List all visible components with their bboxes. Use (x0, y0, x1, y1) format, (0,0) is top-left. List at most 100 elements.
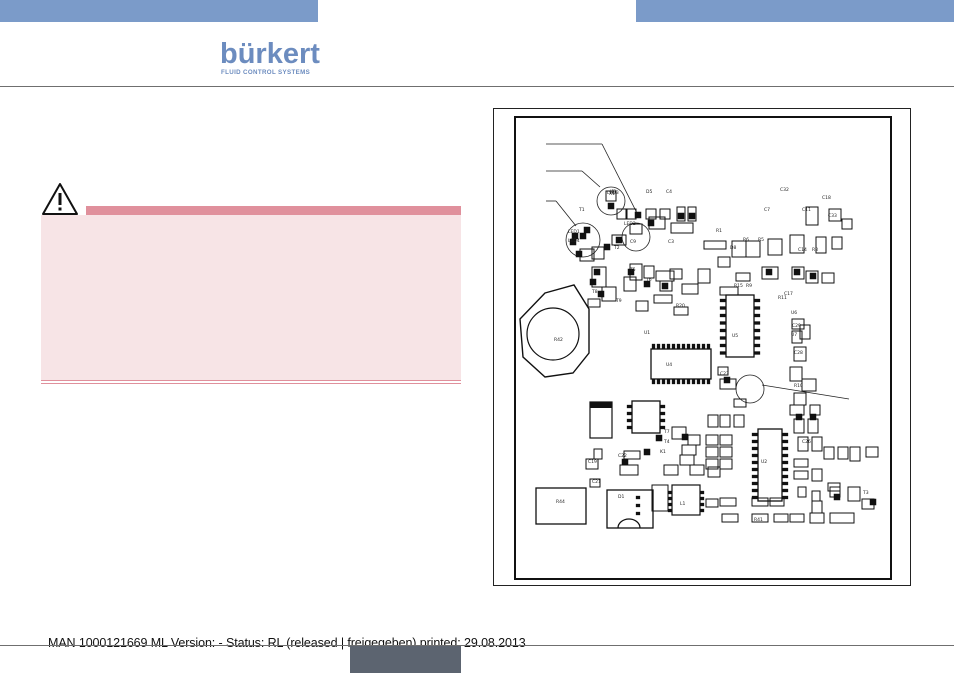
pcb-component-6 (687, 206, 697, 222)
ic-u2-pin-right-8 (781, 488, 789, 493)
pcb-component-15 (815, 236, 827, 254)
pcb-component-25 (719, 286, 739, 296)
pcb-component-88 (721, 513, 739, 523)
ic-u1-pin-left-2 (626, 418, 633, 423)
pcb-pad-13 (809, 272, 817, 280)
ic-u7-pin-right-0 (753, 298, 761, 303)
pcb-component-61 (811, 468, 823, 482)
ic-u4-pin-top-0 (651, 343, 656, 350)
pcb-pad-26 (583, 226, 591, 234)
pcb-component-76 (681, 444, 697, 456)
ic-x1-pin-right-3 (699, 508, 705, 513)
pcb-component-0 (605, 190, 617, 202)
pcb-component-55 (823, 446, 835, 460)
ic-u4-pin-top-11 (706, 343, 711, 350)
pcb-pad-21 (809, 413, 817, 421)
pcb-component-34 (591, 246, 605, 260)
pcb-pad-22 (723, 376, 731, 384)
warning-divider-2 (41, 383, 461, 384)
header-divider (0, 86, 954, 87)
pcb-component-84 (585, 458, 599, 470)
pcb-label-t9: T9 (615, 298, 622, 304)
pcb-component-7 (629, 223, 643, 235)
pcb-label-t8: T8 (591, 289, 598, 295)
pcb-component-1 (616, 208, 628, 220)
pcb-component-40 (591, 266, 607, 288)
pcb-component-79 (663, 464, 679, 476)
pcb-label-d5: D5 (646, 189, 652, 195)
ic-u7-pin-left-1 (719, 306, 727, 310)
pcb-pad-18 (833, 493, 841, 501)
pcb-pad-24 (603, 243, 611, 251)
header-band-left (0, 0, 318, 22)
pcb-pad-9 (643, 280, 651, 288)
pcb-label-c28: C28 (794, 350, 803, 356)
pcb-component-77 (679, 454, 695, 466)
pcb-label-c7: C7 (764, 207, 770, 213)
pcb-component-57 (849, 446, 861, 462)
ic-u4-pin-top-2 (661, 343, 666, 350)
pcb-pad-23 (575, 250, 583, 258)
ic-x1-pin-right-0 (699, 490, 705, 495)
pcb-component-69 (719, 434, 733, 446)
ic-u4-pin-top-4 (671, 343, 676, 350)
pcb-label-c26: C26 (802, 439, 811, 445)
pcb-label-k1: K1 (660, 449, 666, 455)
pcb-component-93 (829, 512, 855, 524)
pcb-label-c32: C32 (780, 187, 789, 193)
footer-divider (0, 645, 954, 646)
pcb-component-87 (769, 497, 785, 507)
pcb-component-83 (593, 448, 603, 460)
pcb-component-5 (676, 206, 686, 222)
pcb-pad-1 (634, 211, 642, 219)
pcb-component-103 (793, 346, 807, 362)
warning-divider (41, 380, 461, 381)
pcb-label-c11: C11 (802, 207, 811, 213)
brand-name: bürkert (220, 38, 320, 70)
warning-triangle-icon (42, 183, 78, 215)
ic-u4-pin-bottom-3 (666, 378, 671, 385)
pcb-pad-28 (579, 232, 587, 240)
ic-u2-pin-left-1 (751, 439, 759, 444)
pcb-pad-19 (869, 498, 877, 506)
pcb-label-c3: C3 (668, 239, 674, 245)
pcb-component-9 (670, 222, 694, 234)
pcb-component-58 (865, 446, 879, 458)
pcb-label-led1: LED1 (568, 229, 580, 235)
pcb-label-c9: C9 (630, 239, 636, 245)
pcb-component-44 (717, 366, 729, 376)
pcb-component-60 (793, 470, 809, 480)
pcb-label-c18: C18 (822, 195, 831, 201)
pcb-component-90 (773, 513, 789, 523)
ic-u2-pin-right-2 (781, 446, 789, 451)
ic-u7-pin-right-6 (753, 343, 761, 348)
pcb-label-c4: C4 (666, 189, 672, 195)
pcb-component-62 (797, 486, 807, 498)
ic-u1-pin-right-1 (659, 411, 666, 416)
pcb-component-92 (809, 512, 825, 524)
ic-u7-pin-left-3 (719, 321, 727, 325)
pcb-component-42 (587, 298, 601, 308)
pcb-pad-10 (661, 282, 669, 290)
pcb-component-70 (705, 446, 719, 458)
pcb-label-j2: J2 (609, 189, 614, 195)
ic-u4-pin-top-3 (666, 343, 671, 350)
ic-u2-pin-right-6 (781, 474, 789, 479)
pcb-component-50 (789, 404, 805, 416)
pcb-component-99 (801, 378, 817, 392)
pcb-pad-17 (655, 434, 663, 442)
ic-u7-pin-left-5 (719, 336, 727, 340)
ic-u4-pin-top-7 (686, 343, 691, 350)
pcb-label-c17: C17 (784, 291, 793, 297)
pcb-pad-8 (627, 268, 635, 276)
header-band-right (636, 0, 954, 22)
pcb-label-r11: R11 (778, 295, 787, 301)
ic-u4-pin-top-10 (701, 343, 706, 350)
pcb-component-20 (791, 266, 805, 280)
ic-u4-pin-top-5 (676, 343, 681, 350)
ic-u2-pin-right-1 (781, 439, 789, 444)
pcb-component-73 (719, 458, 733, 470)
pcb-pad-16 (681, 433, 689, 441)
ic-u4-pin-bottom-8 (691, 378, 696, 385)
pcb-pad-15 (643, 448, 651, 456)
